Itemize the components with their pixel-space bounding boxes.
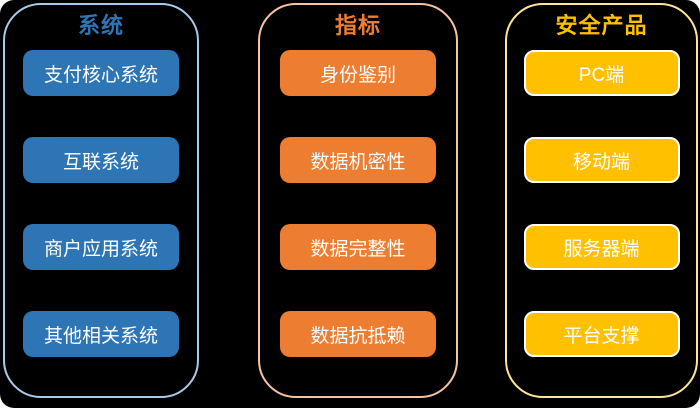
node-data-integrity: 数据完整性 (280, 224, 436, 270)
node-merchant-app-system: 商户应用系统 (23, 224, 179, 270)
node-server-side: 服务器端 (523, 224, 680, 270)
column-title-systems: 系统 (77, 13, 124, 38)
column-security-products: 安全产品 PC端 移动端 服务器端 平台支撑 (505, 3, 698, 398)
node-pc-client: PC端 (523, 50, 680, 96)
column-indicators: 指标 身份鉴别 数据机密性 数据完整性 数据抗抵赖 (258, 3, 458, 398)
column-title-indicators: 指标 (334, 13, 381, 38)
node-mobile-client: 移动端 (523, 137, 680, 183)
node-other-related-system: 其他相关系统 (23, 311, 179, 357)
node-data-confidentiality: 数据机密性 (280, 137, 436, 183)
indicators-box-list: 身份鉴别 数据机密性 数据完整性 数据抗抵赖 (280, 50, 436, 357)
node-payment-core-system: 支付核心系统 (23, 50, 179, 96)
node-interconnect-system: 互联系统 (23, 137, 179, 183)
security-products-box-list: PC端 移动端 服务器端 平台支撑 (523, 50, 680, 357)
column-title-security-products: 安全产品 (555, 13, 648, 38)
node-identity-authentication: 身份鉴别 (280, 50, 436, 96)
node-platform-support: 平台支撑 (523, 311, 680, 357)
systems-box-list: 支付核心系统 互联系统 商户应用系统 其他相关系统 (23, 50, 179, 357)
column-systems: 系统 支付核心系统 互联系统 商户应用系统 其他相关系统 (3, 3, 199, 398)
node-data-non-repudiation: 数据抗抵赖 (280, 311, 436, 357)
